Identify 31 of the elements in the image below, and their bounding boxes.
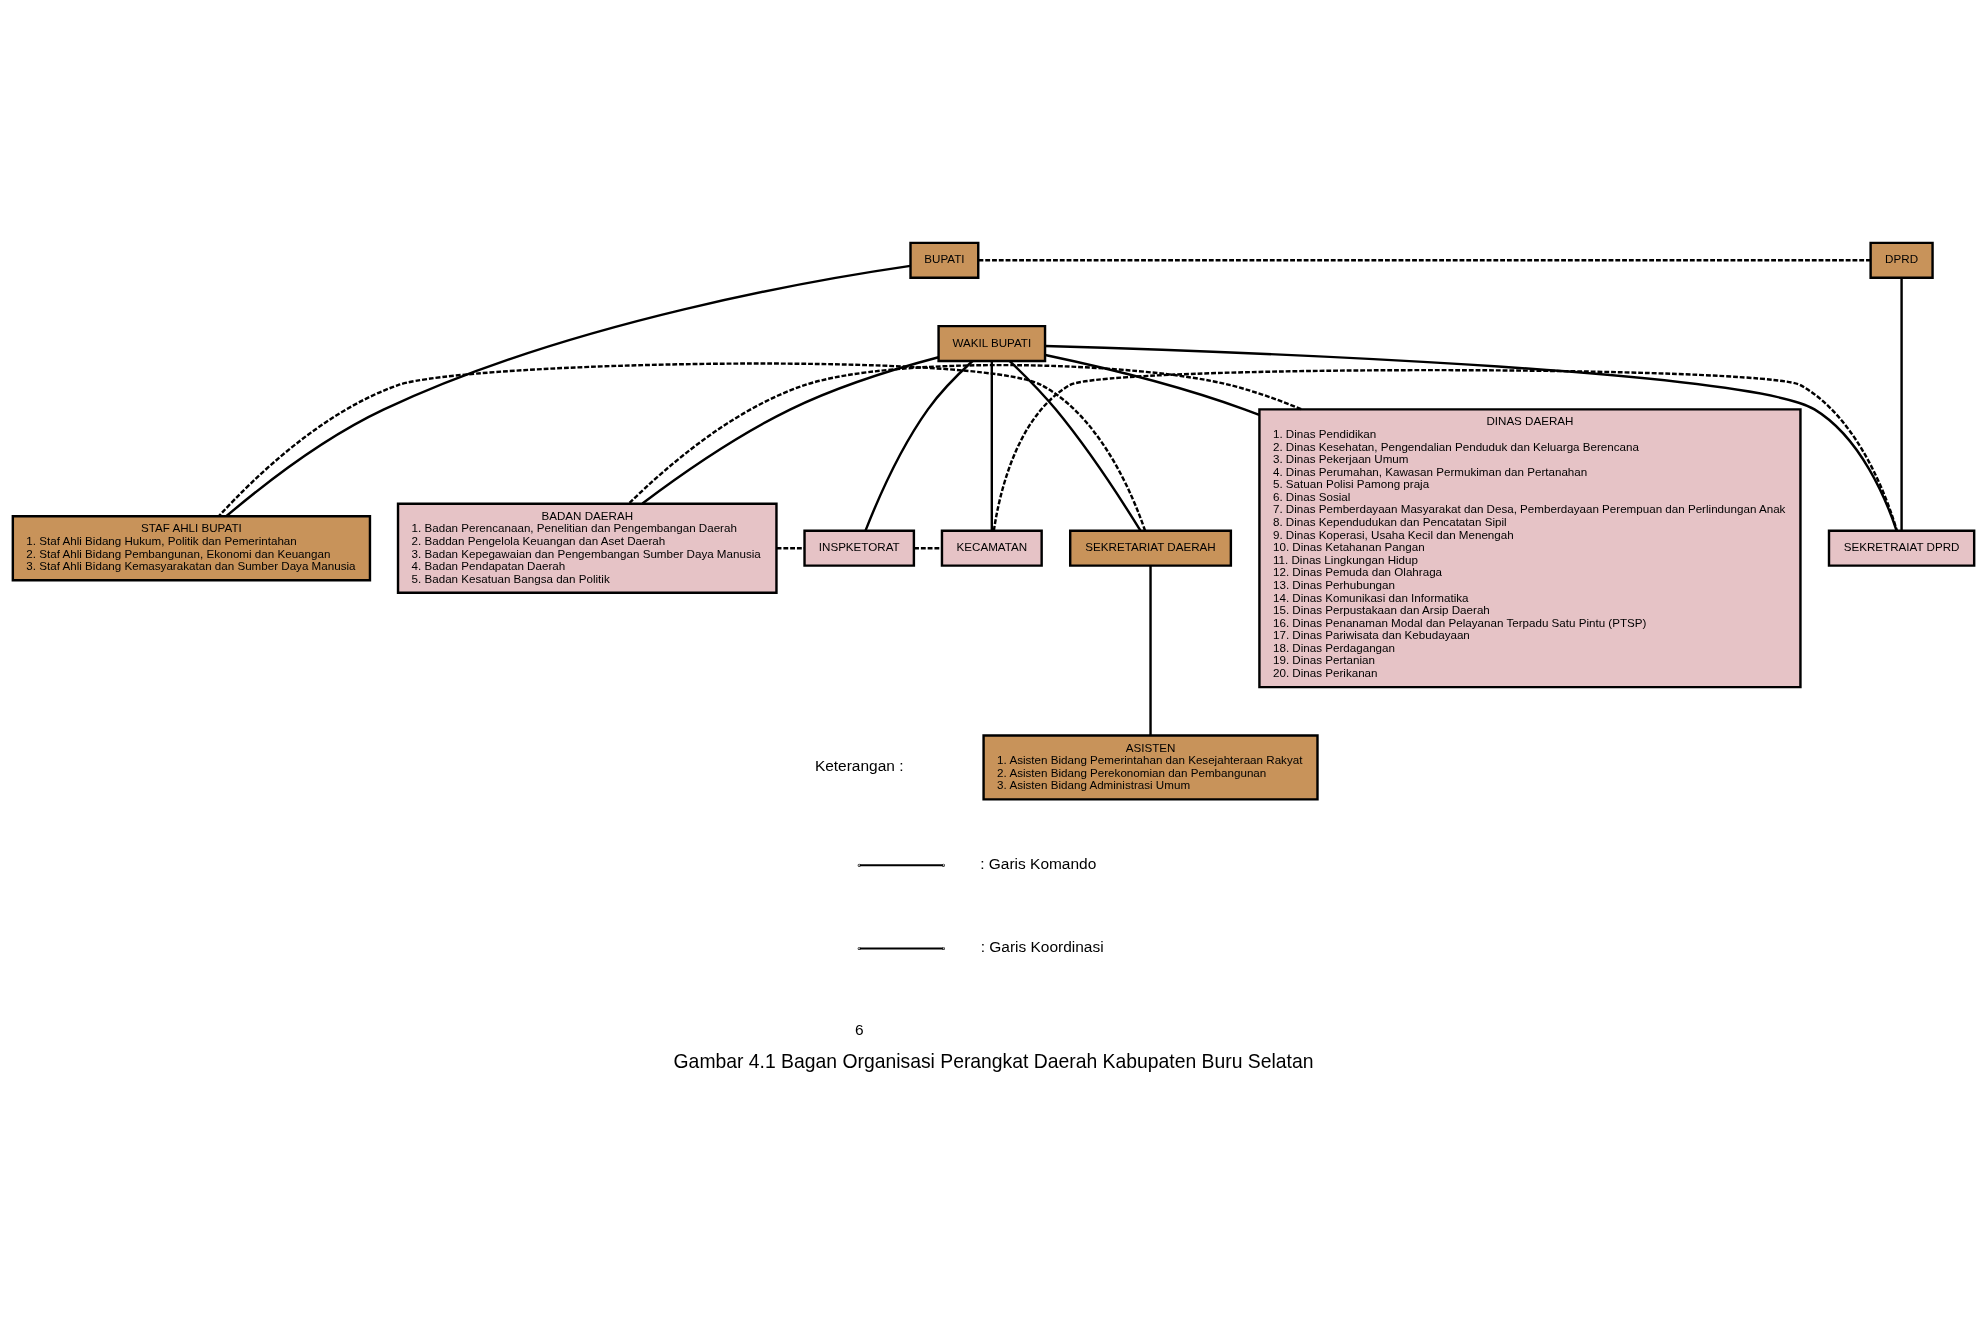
connector (992, 368, 1899, 532)
caption: Gambar 4.1 Bagan Organisasi Perangkat Daerah Kabupaten Buru Selatan (673, 1050, 1314, 1073)
connector (1045, 344, 1898, 531)
node-box: DINAS DAERAH 1. Dinas Pendidikan 2. Dinas Kesehatan, Pengendalian Penduduk dan Keluarga Berencana 3. Dinas Pekerjaan Umum 4. Dinas Perumahan, Kawasan Permukiman dan Pertanahan 5. Satuan Polisi Pamong praja 6. Dinas Sosial 7. Dinas Pemberdayaan Masyarakat dan Desa, Pemberdayaan Perempuan dan Perlindungan Anak 8. Dinas Kependudukan dan Pencatatan Sipil 9. Dinas Koperasi, Usaha Kecil dan Menengah 10. Dinas Ketahanan Pangan 11. Dinas Lingkungan Hidup 12. Dinas Pemuda dan Olahraga 13. Dinas Perhubungan 14. Dinas Komunikasi dan Informatika 15. Dinas Perpustakaan dan Arsip Daerah 16. Dinas Penanaman Modal dan Pelayanan Terpadu Satu Pintu (PTSP) 17. Dinas Pariwisata dan Kebudayaan 18. Dinas Perdagangan 19. Dinas Pertanian 20. Dinas Perikanan (1258, 408, 1802, 689)
node-box: BUPATI (909, 241, 980, 279)
node-box: INSPKETORAT (803, 529, 916, 567)
node-box: KECAMATAN (940, 529, 1043, 567)
connector (1900, 277, 1903, 531)
label: 6 (854, 1021, 864, 1039)
connector (914, 547, 942, 550)
legend-label: : Garis Komando (980, 854, 1097, 872)
node-box: SEKRETARIAT DAERAH (1069, 529, 1233, 567)
node-box: WAKIL BUPATI (937, 324, 1047, 363)
connector (1149, 565, 1152, 736)
connector (1008, 360, 1142, 532)
connector (990, 361, 993, 531)
legend-label: : Garis Koordinasi (980, 938, 1104, 956)
node-box: SEKRETRAIAT DPRD (1827, 529, 1976, 567)
connector (641, 356, 939, 505)
node-box: STAF AHLI BUPATI 1. Staf Ahli Bidang Hukum, Politik dan Pemerintahan 2. Staf Ahli Bidang Pembangunan, Ekonomi dan Keuangan 3. Staf Ahli Bidang Kemasyarakatan dan Sumber Daya Manusia (11, 515, 372, 582)
label: Keterangan : (814, 757, 904, 775)
connector (1044, 353, 1260, 417)
connector (776, 547, 805, 550)
connector (864, 360, 974, 532)
connector (978, 259, 1871, 262)
node-box: ASISTEN 1. Asisten Bidang Pemerintahan dan Kesejahteraan Rakyat 2. Asisten Bidang Perekonomian dan Pembangunan 3. Asisten Bidang Administrasi Umum (982, 734, 1319, 801)
node-box: BADAN DAERAH 1. Badan Perencanaan, Penelitian dan Pengembangan Daerah 2. Baddan Pengelola Keuangan dan Aset Daerah 3. Badan Kepegawaian dan Pengembangan Sumber Daya Manusia 4. Badan Pendapatan Daerah 5. Badan Kesatuan Bangsa dan Politik (396, 502, 778, 594)
connector (628, 363, 1302, 505)
connector (225, 264, 911, 517)
node-box: DPRD (1869, 241, 1934, 279)
connector (218, 362, 1147, 532)
